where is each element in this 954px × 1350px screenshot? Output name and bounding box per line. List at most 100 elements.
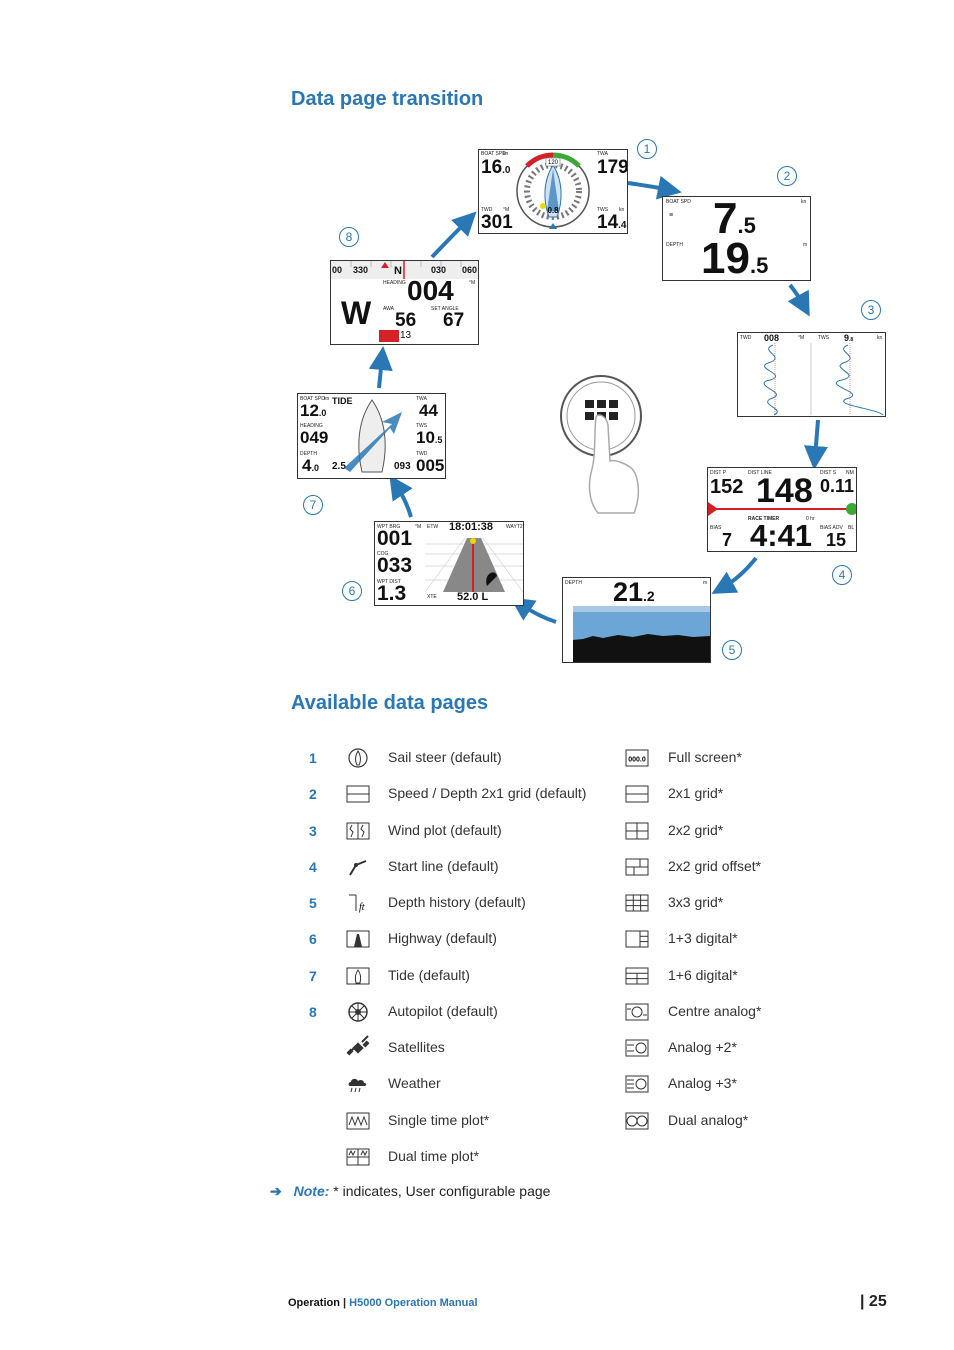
arrow-2-3: [787, 283, 810, 317]
page-number-4: 4: [309, 858, 317, 875]
etw-time: 18:01:38: [449, 521, 494, 533]
compass-tick: 330: [353, 265, 369, 275]
page-number-8: 8: [309, 1003, 317, 1020]
page-number-value: 25: [868, 1293, 887, 1310]
twd-label: TWD: [481, 207, 493, 213]
unit-label: kn: [503, 151, 509, 157]
depth-label: DEPTH: [300, 451, 317, 457]
cog-value: 033: [377, 554, 413, 577]
dist-line-label: DIST LINE: [748, 470, 772, 476]
depth-history-icon: ft: [346, 893, 370, 913]
page-label: Dual analog*: [668, 1111, 749, 1128]
centre-analog-icon: [625, 1002, 649, 1022]
heading-value: 004: [407, 275, 454, 306]
arrow-8-1: [430, 211, 477, 259]
screen-wind-plot: TWD 008 °M TWS 9.8 kn: [737, 332, 886, 417]
transition-arrows: [368, 175, 828, 624]
arrow-7-8: [368, 346, 393, 389]
set-angle-label: SET ANGLE: [431, 306, 459, 312]
arrow-1-2: [627, 175, 682, 200]
dist-s-label: DIST S: [820, 470, 837, 476]
dist-s-value: 0.11: [820, 476, 855, 496]
screen-highway: WPT BRG °M ETW 18:01:38 WAYT2 001 COG 03…: [374, 521, 524, 606]
autopilot-icon: [346, 1002, 370, 1022]
page-number-5: 5: [309, 895, 317, 911]
page-label: Analog +2*: [668, 1039, 737, 1055]
digital-1-6-icon: [625, 966, 649, 986]
screen-sail-steer: BOAT SPD kn 16.0 TWA 179 TWD °M 301 TWS …: [478, 149, 628, 234]
tws-value: 9.8: [844, 333, 854, 343]
section-heading-available: Available data pages: [291, 692, 489, 714]
page-label: Full screen*: [668, 749, 742, 765]
callout-4: 4: [832, 565, 852, 585]
grid-2x1-icon: [625, 784, 649, 804]
depth-value: 19.5: [701, 234, 769, 281]
list-icon: ≡: [669, 212, 674, 219]
page-label: Single time plot*: [388, 1111, 490, 1128]
page-label: Weather: [388, 1075, 441, 1092]
awa-value: 56: [395, 310, 417, 331]
page-label: Tide (default): [388, 966, 470, 983]
twd-label: TWD: [740, 335, 752, 341]
boat-spd-value: 12.0: [300, 401, 327, 420]
page-label: Dual time plot*: [388, 1147, 480, 1164]
grid-3x3-icon: [625, 893, 649, 913]
race-timer-value: 4:41: [750, 518, 813, 552]
page-label: 2x2 grid offset*: [668, 857, 762, 874]
page-number-7: 7: [309, 967, 317, 984]
single-time-plot-icon: [346, 1111, 370, 1131]
boat-spd-label: BOAT SPD: [481, 151, 506, 157]
highway-icon: [346, 929, 370, 949]
twd-unit: °M: [798, 335, 805, 341]
page-label: Wind plot (default): [388, 821, 502, 838]
screen-start-line: DIST P DIST LINE DIST S NM 152 148 0.11 …: [707, 467, 857, 552]
dist-line-value: 148: [756, 472, 813, 510]
unit-deg: °M: [469, 280, 476, 286]
screen-depth-history: DEPTH m 21.2: [562, 577, 711, 663]
callout-7: 7: [303, 495, 323, 515]
dual-analog-icon: [625, 1111, 649, 1131]
page-label: Speed / Depth 2x1 grid (default): [388, 785, 587, 802]
dist-p-label: DIST P: [710, 470, 727, 476]
tide-label: TIDE: [332, 396, 353, 406]
svg-text:000.0: 000.0: [628, 757, 646, 764]
wpt-brg-value: 001: [377, 527, 413, 550]
wind-plot-icon: [346, 821, 370, 841]
twd-unit: °M: [503, 207, 510, 213]
full-screen-icon: 000.0: [625, 748, 649, 768]
twd-value: 005: [416, 456, 445, 475]
twa-label: TWA: [597, 151, 608, 157]
page-label: Highway (default): [388, 930, 497, 947]
tws-label: TWS: [597, 207, 609, 213]
dual-time-plot-icon: [346, 1147, 370, 1167]
callout-2: 2: [777, 166, 797, 186]
tide-speed: 2.5: [332, 461, 346, 472]
twa-label: TWA: [416, 396, 427, 402]
callout-1: 1: [637, 139, 657, 159]
twd-label: TWD: [416, 451, 428, 457]
heading-value: 049: [300, 428, 329, 447]
callout-8: 8: [339, 227, 359, 247]
tws-value: 10.5: [416, 428, 443, 447]
page-label: Depth history (default): [388, 894, 526, 910]
callout-3: 3: [861, 300, 881, 320]
page-number: | 25: [860, 1293, 887, 1310]
page-number-3: 3: [309, 822, 317, 839]
depth-history-graph: [573, 606, 710, 662]
wpt-dist-label: WPT DIST: [377, 579, 401, 585]
svg-text:0.8: 0.8: [547, 206, 559, 215]
arrow-6-7: [389, 475, 413, 518]
finger-icon: [588, 414, 640, 514]
boat-spd-label: BOAT SPD: [300, 396, 325, 402]
page-label: Sail steer (default): [388, 749, 502, 765]
depth-value: 21.2: [613, 577, 655, 607]
tide-graphic: [344, 399, 402, 473]
page-number-6: 6: [309, 931, 317, 948]
bl-label: BL: [848, 525, 855, 531]
screen-autopilot: 00 330 N 030 060 HEADING °M 004 W AWA SE…: [330, 260, 479, 345]
analog-3-icon: [625, 1074, 649, 1094]
bias-adv-value: 15: [826, 530, 847, 550]
heading-label: HEADING: [300, 423, 323, 429]
wind-dial: 120 0.8: [516, 152, 590, 229]
boat-spd-label: BOAT SPD: [666, 199, 691, 205]
